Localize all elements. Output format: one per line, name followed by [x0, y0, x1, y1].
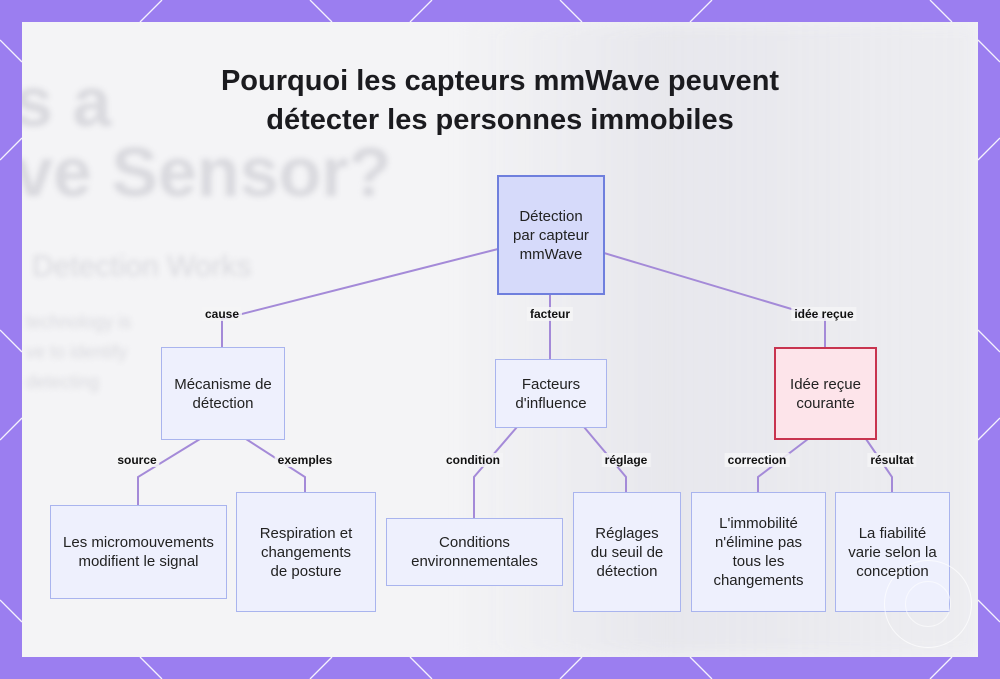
- edge-mechanism-micromovements: [137, 438, 201, 505]
- edge-label-resultat: résultat: [867, 453, 917, 467]
- node-common-misconception: Idée reçue courante: [774, 347, 877, 440]
- edge-label-source: source: [114, 453, 160, 467]
- edge-label-idee-recue: idée reçue: [791, 307, 857, 321]
- blurred-backdrop-text: s a: [22, 63, 112, 141]
- node-detection-mechanism: Mécanisme de détection: [161, 347, 285, 440]
- node-influence-factors: Facteurs d'influence: [495, 359, 607, 428]
- node-environmental-conditions: Conditions environnementales: [386, 518, 563, 586]
- diagram-title: Pourquoi les capteurs mmWave peuvent dét…: [0, 62, 1000, 140]
- watermark-inner-ring: [905, 581, 951, 627]
- watermark-logo: [884, 560, 972, 648]
- blurred-backdrop-text: ve to identify: [26, 342, 128, 362]
- edge-mechanism-breathing: [245, 438, 306, 492]
- node-breathing-posture: Respiration et changements de posture: [236, 492, 376, 612]
- blurred-backdrop-text: technology is: [26, 312, 132, 332]
- title-line-2: détecter les personnes immobiles: [266, 104, 734, 136]
- edge-label-cause: cause: [201, 307, 243, 321]
- node-threshold-settings: Réglages du seuil de détection: [573, 492, 681, 612]
- edge-root-mechanism: [221, 248, 499, 347]
- node-root-mmwave-detection: Détection par capteur mmWave: [497, 175, 605, 295]
- edge-label-reglage: réglage: [601, 453, 651, 467]
- edge-misconception-reliability: [865, 438, 893, 492]
- edge-label-condition: condition: [443, 453, 503, 467]
- title-line-1: Pourquoi les capteurs mmWave peuvent: [220, 65, 780, 97]
- blurred-backdrop-text: ve Sensor?: [22, 133, 392, 211]
- node-stillness-changes: L'immobilité n'élimine pas tous les chan…: [691, 492, 826, 612]
- edge-factors-threshold: [583, 426, 627, 492]
- node-micromovements: Les micromouvements modifient le signal: [50, 505, 227, 599]
- edge-label-correction: correction: [724, 453, 790, 467]
- blurred-backdrop-text: detecting: [26, 372, 100, 392]
- edge-label-facteur: facteur: [526, 307, 574, 321]
- edge-factors-environment: [473, 426, 518, 518]
- blurred-backdrop-text: Detection Works: [32, 250, 252, 283]
- edge-label-exemples: exemples: [274, 453, 336, 467]
- edge-misconception-stillness: [757, 438, 809, 492]
- edge-root-misconception: [603, 252, 826, 347]
